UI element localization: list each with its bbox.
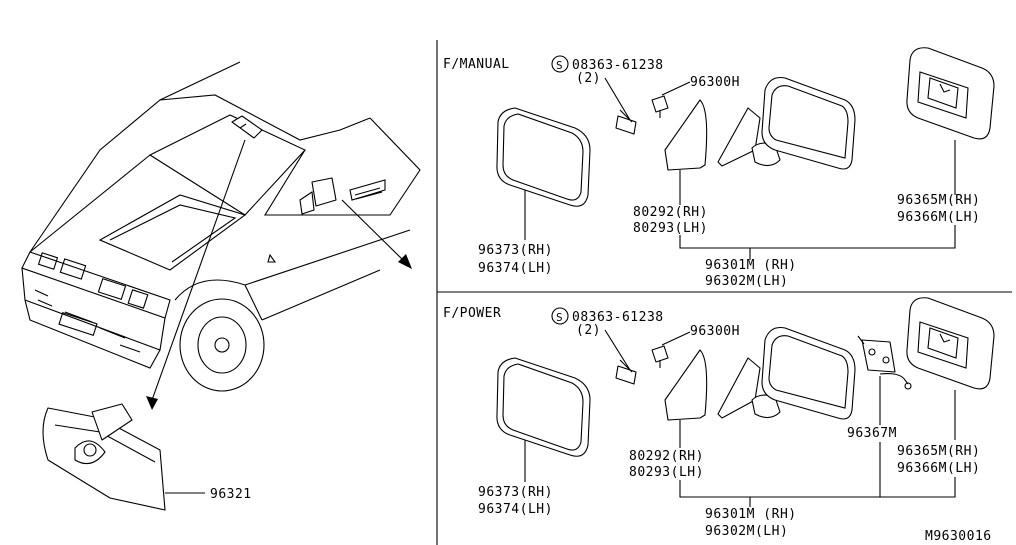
- manual-cover-lh: 80293(LH): [633, 221, 708, 236]
- diagram-code: M9630016: [925, 529, 992, 544]
- power-mirror-glass-lh: 96366M(LH): [897, 461, 980, 476]
- door-mirror-assembly: [717, 326, 856, 420]
- truck-illustration: [21, 61, 421, 410]
- mirror-glass-plate: [906, 297, 995, 390]
- power-cover-rh: 80292(RH): [629, 449, 704, 464]
- inside-mirror: [42, 403, 205, 511]
- manual-screw-part: 08363-61238: [572, 58, 664, 73]
- power-title: F/POWER: [443, 306, 501, 321]
- manual-screw-qty: (2): [576, 71, 601, 86]
- power-cover-lh: 80293(LH): [629, 465, 704, 480]
- power-glass-lh: 96374(LH): [478, 502, 553, 517]
- power-screw-symbol: S: [556, 311, 563, 324]
- power-section: F/POWER S 08363-61238 (2) 96300H 96373(R…: [443, 297, 995, 539]
- power-screw-part: 08363-61238: [572, 310, 664, 325]
- mirror-glass-plate: [906, 47, 995, 140]
- power-actuator-part: 96367M: [847, 426, 897, 441]
- outer-mirror-glass: [496, 357, 591, 457]
- manual-title: F/MANUAL: [443, 57, 510, 72]
- power-assy-rh: 96301M (RH): [705, 507, 797, 522]
- power-assy-lh: 96302M(LH): [705, 524, 788, 539]
- clip-icon: [651, 81, 691, 118]
- manual-glass-lh: 96374(LH): [478, 261, 553, 276]
- outer-mirror-glass: [496, 107, 591, 207]
- manual-section: F/MANUAL S 08363-61238 (2) 96300H 96373(…: [443, 47, 995, 289]
- screw-icon: [604, 329, 637, 385]
- manual-mirror-glass-rh: 96365M(RH): [897, 193, 980, 208]
- door-mirror-assembly: [717, 76, 856, 170]
- power-glass-rh: 96373(RH): [478, 485, 553, 500]
- screw-symbol-icon: [551, 55, 569, 73]
- screw-icon: [604, 77, 637, 135]
- inside-mirror-part-number: 96321: [210, 487, 252, 502]
- manual-assy-rh: 96301M (RH): [705, 258, 797, 273]
- manual-cover-rh: 80292(RH): [633, 205, 708, 220]
- frame-lines: [436, 40, 1012, 545]
- power-mirror-glass-rh: 96365M(RH): [897, 444, 980, 459]
- manual-screw-symbol: S: [556, 59, 563, 72]
- power-screw-qty: (2): [576, 323, 601, 338]
- manual-glass-rh: 96373(RH): [478, 243, 553, 258]
- corner-cover: [664, 349, 708, 421]
- manual-mirror-glass-lh: 96366M(LH): [897, 210, 980, 225]
- screw-symbol-icon: [551, 307, 569, 325]
- clip-icon: [651, 331, 691, 368]
- corner-cover: [664, 99, 708, 171]
- power-clip-part: 96300H: [690, 324, 740, 339]
- manual-assy-lh: 96302M(LH): [705, 274, 788, 289]
- mirror-actuator: [857, 335, 912, 390]
- manual-clip-part: 96300H: [690, 75, 740, 90]
